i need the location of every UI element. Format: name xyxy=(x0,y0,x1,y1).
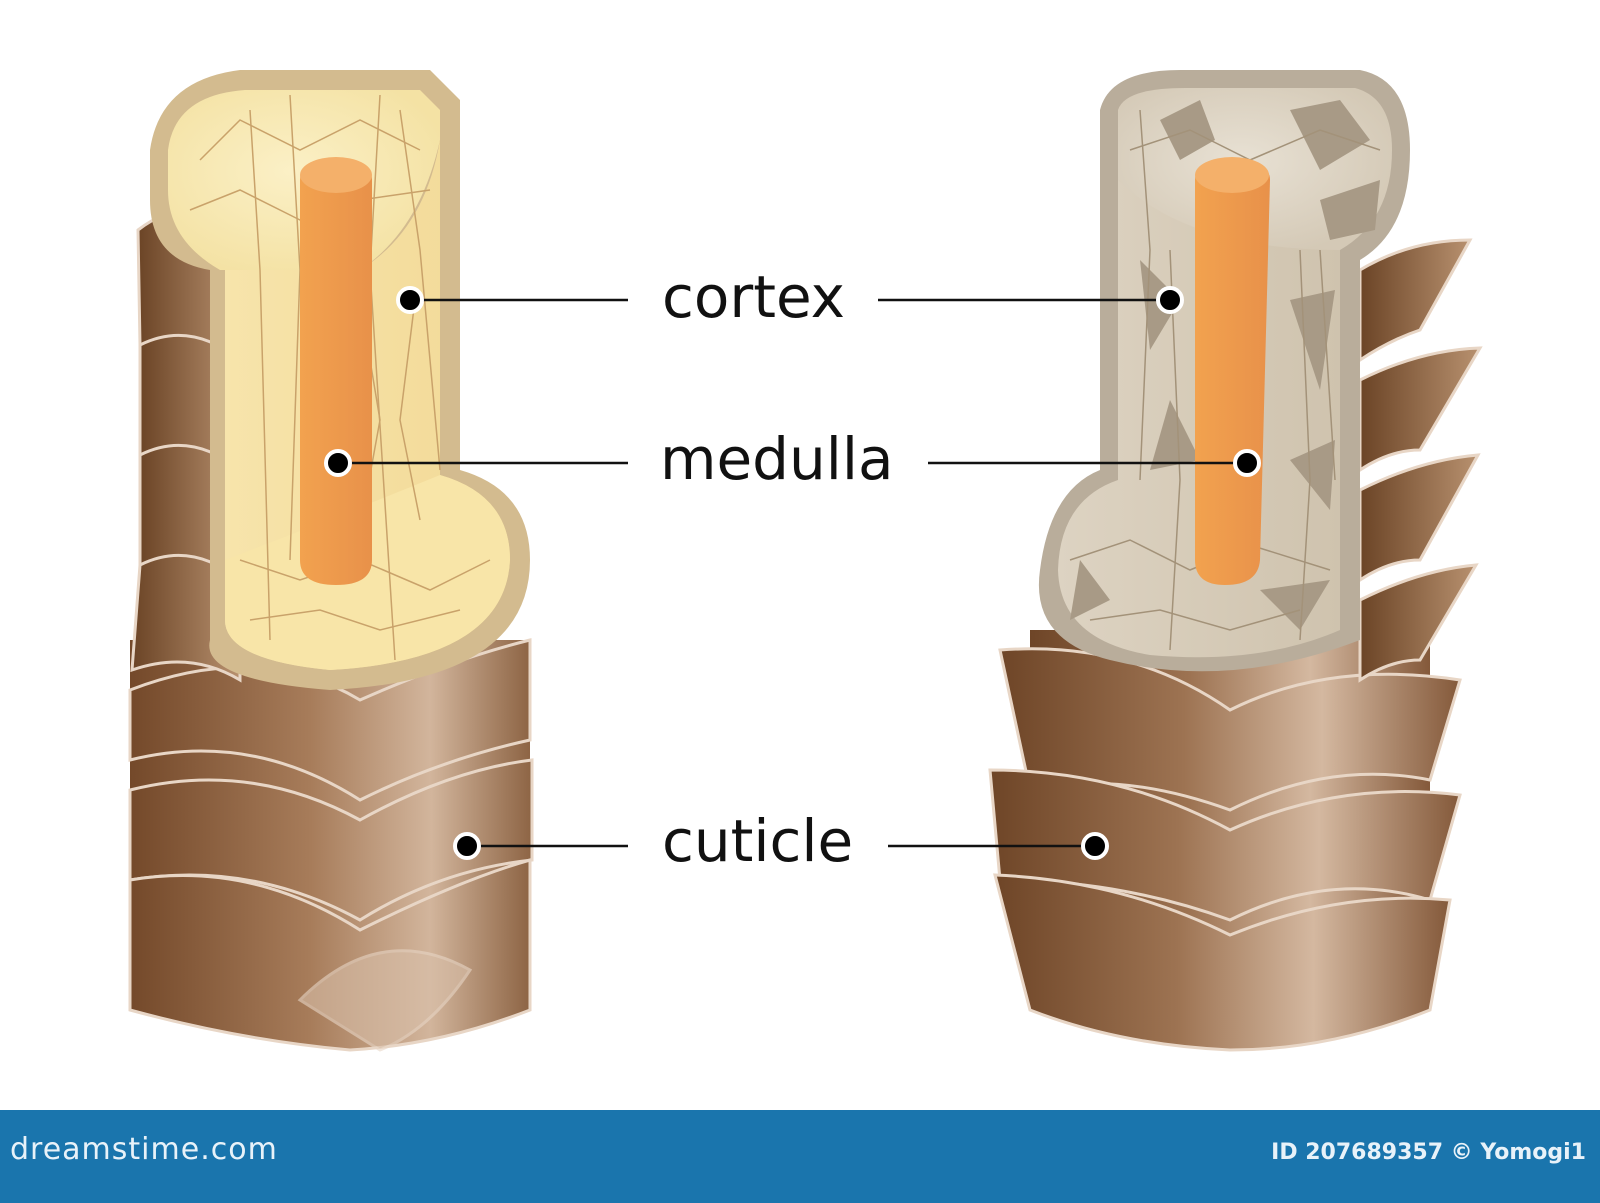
stock-id: ID 207689357 © Yomogi1 xyxy=(1271,1140,1586,1165)
right-medulla xyxy=(1195,157,1270,585)
label-dots xyxy=(324,286,1261,860)
cuticle-label: cuticle xyxy=(662,807,854,875)
right-side-scales xyxy=(1358,238,1483,683)
left-medulla xyxy=(300,157,372,585)
cortex-label: cortex xyxy=(662,263,845,331)
cuticle-dot-right xyxy=(1081,832,1109,860)
left-cuticle-scales xyxy=(128,638,534,1052)
leader-lines xyxy=(338,298,1247,848)
cortex-dot-left xyxy=(396,286,424,314)
right-cortex-fibers xyxy=(1069,109,1381,651)
watermark-footer: dreamstime.com ID 207689357 © Yomogi1 xyxy=(0,1110,1600,1203)
right-hair xyxy=(988,70,1483,1052)
medulla-label: medulla xyxy=(660,425,894,493)
left-hair xyxy=(128,70,534,1052)
site-watermark: dreamstime.com xyxy=(10,1132,278,1167)
right-cuticle-scales xyxy=(988,647,1462,1052)
cuticle-dot-left xyxy=(453,832,481,860)
cortex-dot-right xyxy=(1156,286,1184,314)
medulla-dot-right xyxy=(1233,449,1261,477)
hair-structure-diagram xyxy=(128,70,1483,1052)
medulla-dot-left xyxy=(324,449,352,477)
